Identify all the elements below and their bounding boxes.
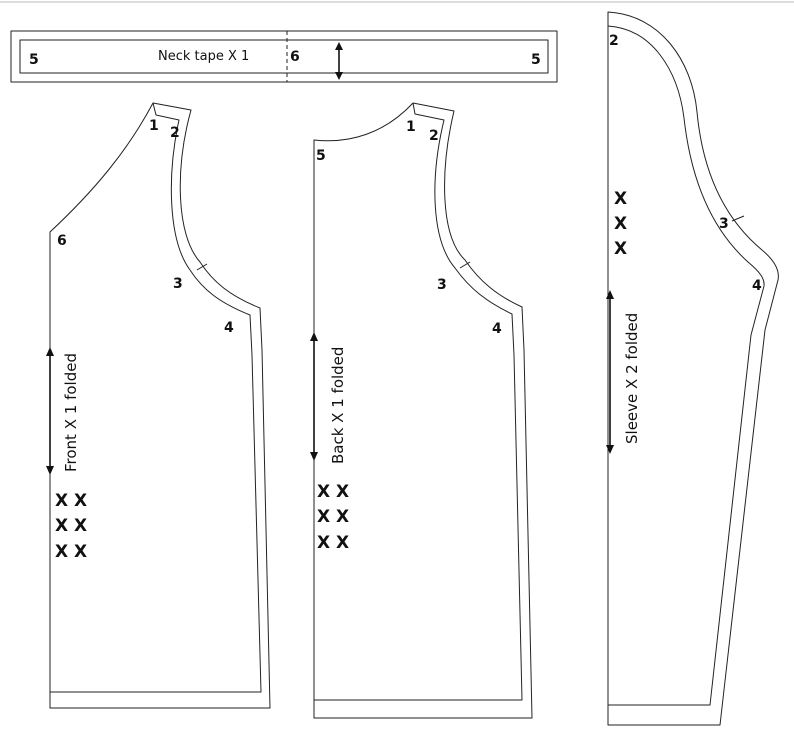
front-outer-outline	[49, 102, 271, 709]
arrowhead-up	[606, 290, 614, 299]
front-mark-2: 2	[170, 125, 180, 141]
arrowhead-down	[335, 72, 343, 80]
sleeve-piece: Sleeve X 2 folded 2 3 4 X X X	[606, 11, 779, 726]
back-label: Back X 1 folded	[329, 347, 347, 464]
neck-tape-mark-left: 5	[29, 52, 39, 68]
back-inner-seam-line	[314, 102, 523, 701]
back-mark-5: 5	[316, 148, 326, 164]
front-mark-1: 1	[149, 118, 159, 134]
back-mark-2: 2	[429, 128, 439, 144]
arrowhead-down	[606, 445, 614, 454]
front-notch-3	[196, 263, 208, 271]
back-piece: Back X 1 folded 1 2 3 4 5 X X X X X X	[310, 102, 533, 719]
neck-tape-mark-center: 6	[290, 49, 300, 65]
neck-tape-mark-right: 5	[531, 52, 541, 68]
front-x-marks-row-3: X X	[55, 542, 87, 562]
back-mark-1: 1	[406, 119, 416, 135]
front-inner-seam-line	[50, 102, 262, 693]
back-mark-3: 3	[437, 277, 447, 293]
back-outer-outline	[313, 102, 533, 719]
front-x-marks-row-1: X X	[55, 491, 87, 511]
sleeve-notch-3	[731, 215, 745, 222]
sleeve-mark-2: 2	[609, 33, 619, 49]
neck-tape-piece: Neck tape X 1 5 6 5	[10, 30, 558, 83]
front-mark-3: 3	[173, 276, 183, 292]
sleeve-label: Sleeve X 2 folded	[623, 313, 641, 444]
neck-tape-outer-outline	[10, 30, 558, 83]
back-x-marks-row-1: X X	[317, 482, 349, 502]
arrowhead-up	[46, 347, 54, 356]
arrowhead-up	[335, 42, 343, 50]
sleeve-x-mark-1: X	[614, 189, 627, 209]
front-mark-4: 4	[224, 320, 234, 336]
front-x-marks-row-2: X X	[55, 516, 87, 536]
back-x-marks-row-3: X X	[317, 533, 349, 553]
sleeve-x-mark-3: X	[614, 239, 627, 259]
neck-tape-label: Neck tape X 1	[158, 49, 249, 64]
sleeve-x-mark-2: X	[614, 214, 627, 234]
arrowhead-down	[46, 466, 54, 475]
sleeve-inner-seam-line	[607, 25, 765, 706]
sleeve-mark-3: 3	[719, 216, 729, 232]
neck-tape-inner-outline	[19, 39, 549, 74]
sleeve-mark-4: 4	[752, 278, 762, 294]
back-x-marks-row-2: X X	[317, 507, 349, 527]
arrowhead-down	[310, 452, 318, 461]
arrowhead-up	[310, 332, 318, 341]
front-mark-6: 6	[57, 233, 67, 249]
back-notch-3	[459, 261, 471, 269]
sleeve-outer-outline	[607, 11, 779, 726]
front-label: Front X 1 folded	[62, 353, 80, 472]
front-piece: Front X 1 folded 1 2 3 4 6 X X X X X X	[46, 102, 271, 709]
back-mark-4: 4	[492, 321, 502, 337]
